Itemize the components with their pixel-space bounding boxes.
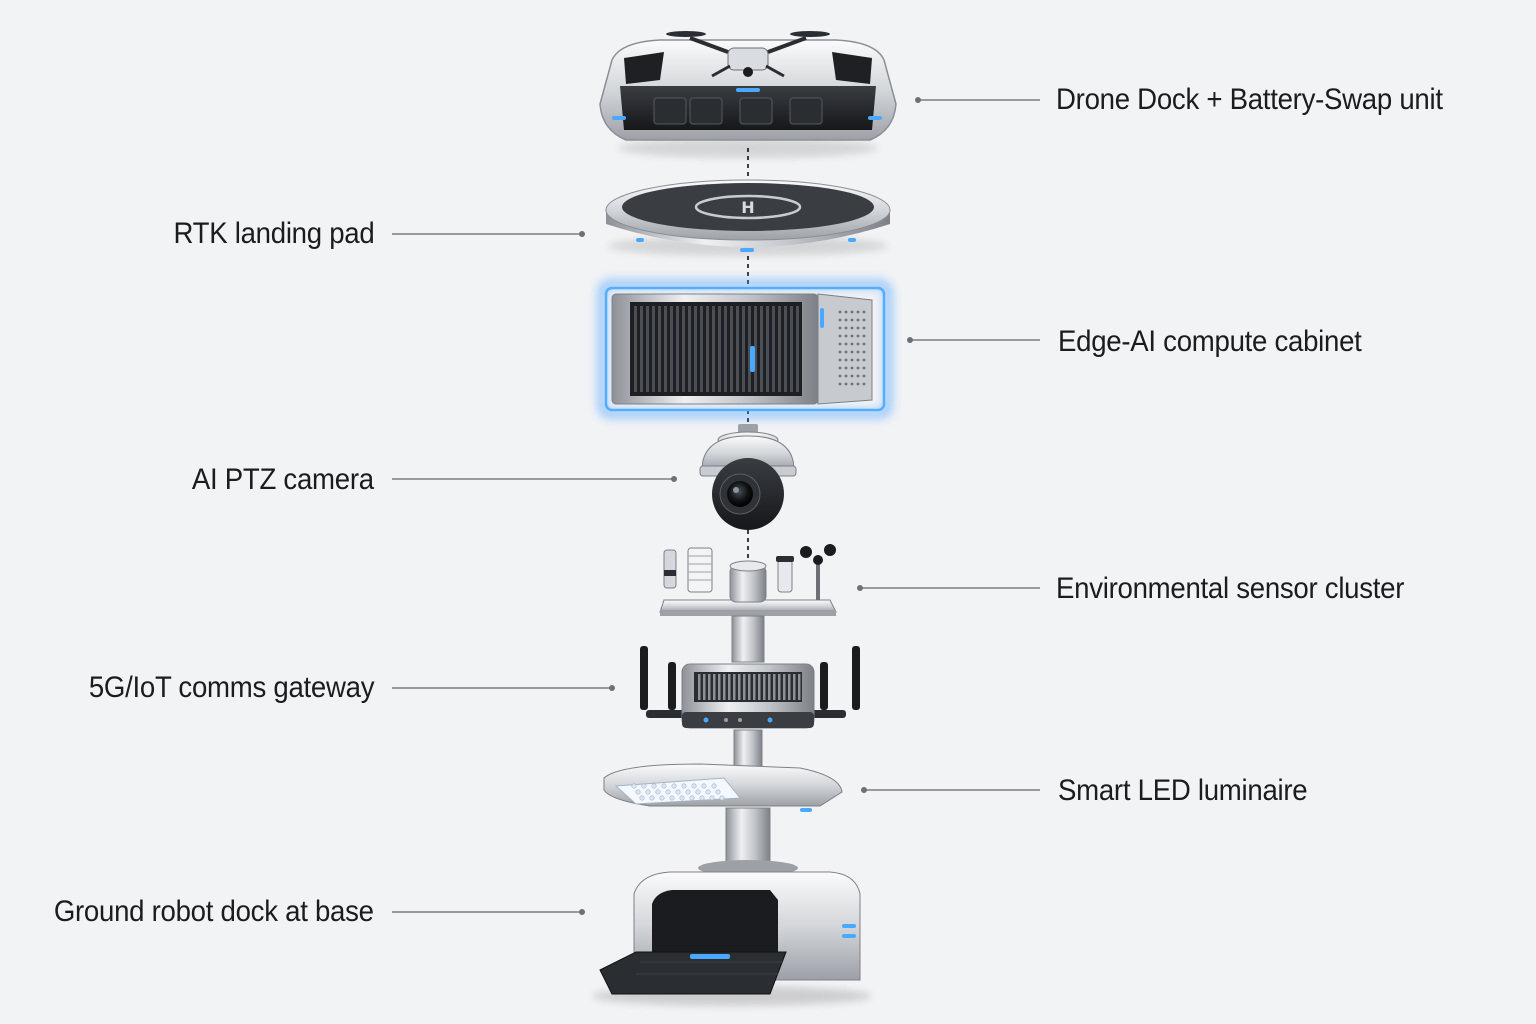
comms-gateway (640, 646, 860, 729)
rtk-landing-pad: H (605, 179, 891, 256)
label-ptz-camera: AI PTZ camera (192, 463, 374, 496)
gateway-heatsink (698, 674, 801, 700)
ptz-camera (699, 424, 797, 530)
label-led-luminaire: Smart LED luminaire (1058, 774, 1308, 807)
cabinet-vents (634, 306, 799, 392)
label-ground-robot-dock: Ground robot dock at base (54, 895, 374, 928)
environmental-sensor-cluster (659, 544, 837, 616)
leader-lines (392, 97, 1040, 915)
drone (666, 31, 830, 78)
label-comms-gateway: 5G/IoT comms gateway (88, 671, 375, 704)
drone-dock-unit (599, 31, 897, 158)
label-drone-dock: Drone Dock + Battery-Swap unit (1056, 83, 1443, 116)
label-edge-ai-cabinet: Edge-AI compute cabinet (1058, 325, 1362, 358)
ground-robot-dock (592, 871, 872, 1006)
edge-ai-cabinet (598, 280, 892, 418)
pad-h-marking: H (741, 198, 754, 217)
cabinet-side-perforation (838, 310, 866, 386)
label-rtk-landing-pad: RTK landing pad (173, 217, 374, 250)
pole-shaft (698, 615, 798, 876)
label-environmental-sensors: Environmental sensor cluster (1056, 572, 1405, 605)
led-luminaire (603, 763, 843, 812)
led-array (631, 783, 725, 801)
